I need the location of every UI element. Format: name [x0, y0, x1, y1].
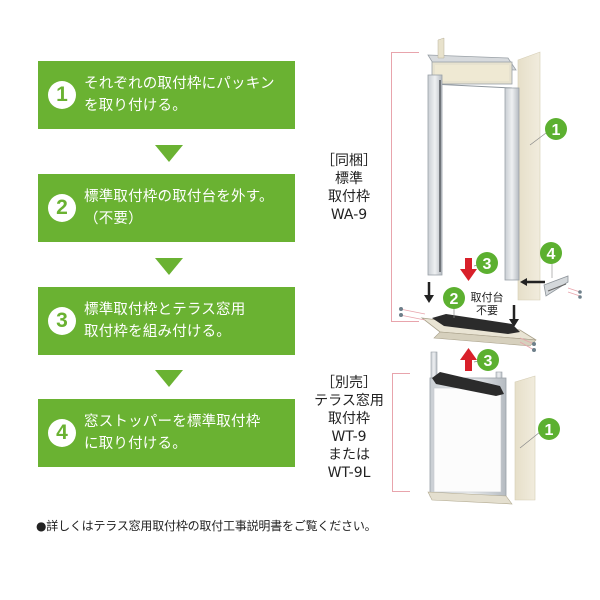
step-3-box: 3 標準取付枠とテラス窓用 取付枠を組み付ける。: [38, 287, 295, 355]
callout-1-bottom: 1: [538, 418, 560, 440]
callout-2: 2: [443, 287, 465, 309]
step-text-1: それぞれの取付枠にパッキン を取り付ける。: [84, 76, 275, 114]
terrace-frame-bracket: [392, 373, 410, 492]
svg-text:3: 3: [483, 256, 492, 273]
footnote: ●詳しくはテラス窓用取付枠の取付工事説明書をご覧ください。: [36, 519, 377, 533]
standard-frame-drawing: [427, 37, 551, 301]
mounting-base-drawing: [399, 305, 537, 352]
svg-text:2: 2: [450, 291, 459, 308]
terrace-frame-drawing: [427, 351, 541, 505]
svg-text:1: 1: [545, 422, 554, 439]
step-text-2: 標準取付枠の取付台を外す。 （不要）: [84, 189, 274, 227]
down-arrow-icon: [155, 258, 183, 275]
callout-3-up: 3: [477, 349, 499, 371]
standard-frame-bracket: [391, 52, 419, 322]
mount-base-unneeded-label: 取付台 不要: [470, 291, 504, 317]
step-4-box: 4 窓ストッパーを標準取付枠 に取り付ける。: [38, 399, 295, 467]
step-1-box: 1 それぞれの取付枠にパッキン を取り付ける。: [38, 61, 295, 129]
step-text-4: 窓ストッパーを標準取付枠 に取り付ける。: [84, 414, 261, 452]
callout-4: 4: [540, 242, 562, 264]
callout-1-top: 1: [545, 118, 567, 140]
down-arrow-icon: [155, 145, 183, 162]
step-number-3: 3: [48, 307, 76, 335]
svg-text:4: 4: [547, 246, 556, 263]
standard-frame-label: ［同梱］ 標準 取付枠 WA-9: [321, 153, 377, 223]
assembly-arrows: [424, 282, 519, 327]
svg-text:1: 1: [552, 122, 561, 139]
step-2-box: 2 標準取付枠の取付台を外す。 （不要）: [38, 174, 295, 242]
svg-text:3: 3: [484, 353, 493, 370]
down-arrow-icon: [155, 370, 183, 387]
callout-3-down: 3: [476, 252, 498, 274]
step-number-2: 2: [48, 194, 76, 222]
step-number-1: 1: [48, 81, 76, 109]
terrace-frame-label: ［別売］ テラス窓用 取付枠 WT-9 または WT-9L: [314, 375, 384, 481]
window-stopper-drawing: [520, 262, 582, 299]
step-text-3: 標準取付枠とテラス窓用 取付枠を組み付ける。: [84, 302, 246, 340]
step-number-4: 4: [48, 419, 76, 447]
